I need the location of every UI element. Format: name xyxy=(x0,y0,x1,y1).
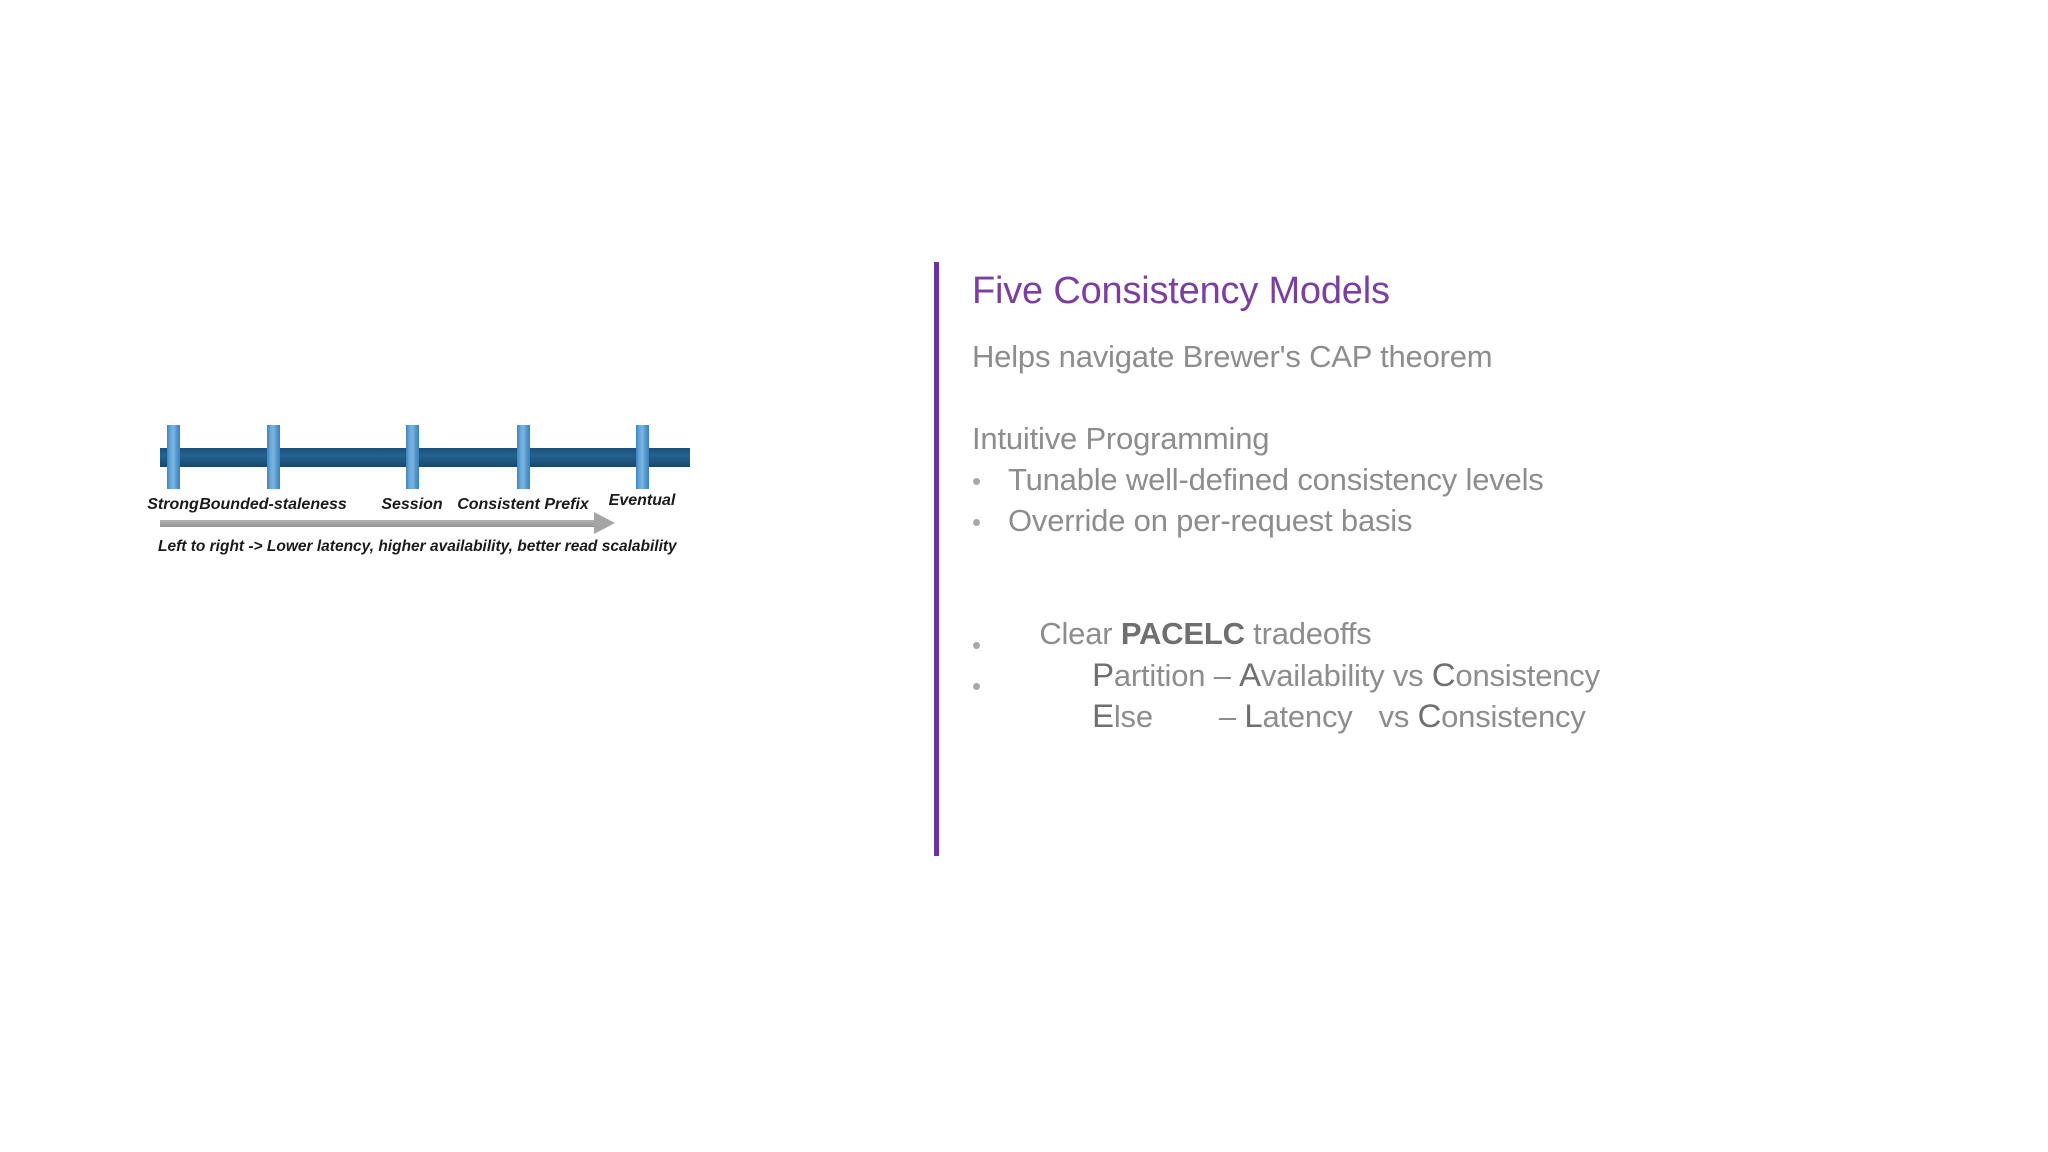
pacelc-vs-2: vs xyxy=(1378,698,1418,734)
pacelc-c1: C xyxy=(1431,655,1456,693)
timeline-tick-eventual xyxy=(636,425,649,489)
timeline-label-bounded-staleness: Bounded-staleness xyxy=(199,496,347,513)
pacelc-consistency-rest-2: onsistency xyxy=(1441,698,1586,734)
consistency-spectrum-figure: Strong Bounded-staleness Session Consist… xyxy=(147,400,850,590)
list-item: • Override on per-request basis xyxy=(972,505,1872,546)
list-item-label: Else – Latency vs Consistency xyxy=(1008,669,1586,764)
pacelc-c2: C xyxy=(1417,696,1442,734)
direction-arrow-caption: Left to right -> Lower latency, higher a… xyxy=(158,538,677,555)
list-item: • Partition – Availability vs Consistenc… xyxy=(972,628,1872,691)
pacelc-e: E xyxy=(1092,696,1114,734)
intro-line: Helps navigate Brewer's CAP theorem xyxy=(972,338,1493,374)
timeline-label-consistent-prefix: Consistent Prefix xyxy=(457,496,589,513)
pacelc-a: A xyxy=(1239,655,1261,693)
pacelc-l: L xyxy=(1244,696,1263,734)
timeline-label-strong: Strong xyxy=(147,496,199,513)
spacer-1 xyxy=(972,382,1872,423)
spacer-2 xyxy=(972,546,1872,587)
pacelc-heading-post: tradeoffs xyxy=(1244,615,1372,651)
list-item: • Else – Latency vs Consistency xyxy=(972,669,1872,732)
section-heading-intuitive-programming: Intuitive Programming xyxy=(972,420,1270,456)
pacelc-partition-rest: artition – xyxy=(1113,657,1240,693)
timeline-tick-consistent-prefix xyxy=(517,425,530,489)
pacelc-p: P xyxy=(1092,655,1114,693)
timeline-label-session: Session xyxy=(381,496,443,513)
timeline-tick-bounded-staleness xyxy=(267,425,280,489)
timeline-label-eventual: Eventual xyxy=(608,492,676,509)
pacelc-acronym: PACELC xyxy=(1120,615,1245,651)
timeline-tick-session xyxy=(406,425,419,489)
bullet-dot-icon: • xyxy=(972,629,981,660)
list-item-label: Tunable well-defined consistency levels xyxy=(1008,461,1544,497)
panel-body: Helps navigate Brewer's CAP theorem Intu… xyxy=(972,338,1872,732)
direction-arrow-line xyxy=(160,520,598,527)
list-item-label: Partition – Availability vs Consistency xyxy=(1008,628,1600,723)
pacelc-latency-rest: atency xyxy=(1262,698,1353,734)
page-title: Five Consistency Models xyxy=(972,270,1390,312)
list-item-label: Override on per-request basis xyxy=(1008,502,1413,538)
pacelc-availability-rest: vailability vs xyxy=(1260,657,1432,693)
pacelc-consistency-rest: onsistency xyxy=(1455,657,1600,693)
bullet-dot-icon: • xyxy=(972,465,981,496)
direction-arrow-head-icon xyxy=(594,512,615,534)
bullet-dot-icon: • xyxy=(972,670,981,701)
pacelc-heading-pre: Clear xyxy=(1039,615,1121,651)
purple-accent-bar xyxy=(934,262,939,856)
list-item: • Tunable well-defined consistency level… xyxy=(972,464,1872,505)
pacelc-dash-2: – xyxy=(1218,698,1245,734)
text-panel: Five Consistency Models Helps navigate B… xyxy=(972,270,1872,732)
bullet-dot-icon: • xyxy=(972,506,981,537)
timeline-tick-strong xyxy=(167,425,180,489)
section-heading-pacelc: Clear PACELC tradeoffs xyxy=(972,587,1872,649)
timeline-bar xyxy=(160,448,690,467)
pacelc-else-rest: lse xyxy=(1113,698,1153,734)
